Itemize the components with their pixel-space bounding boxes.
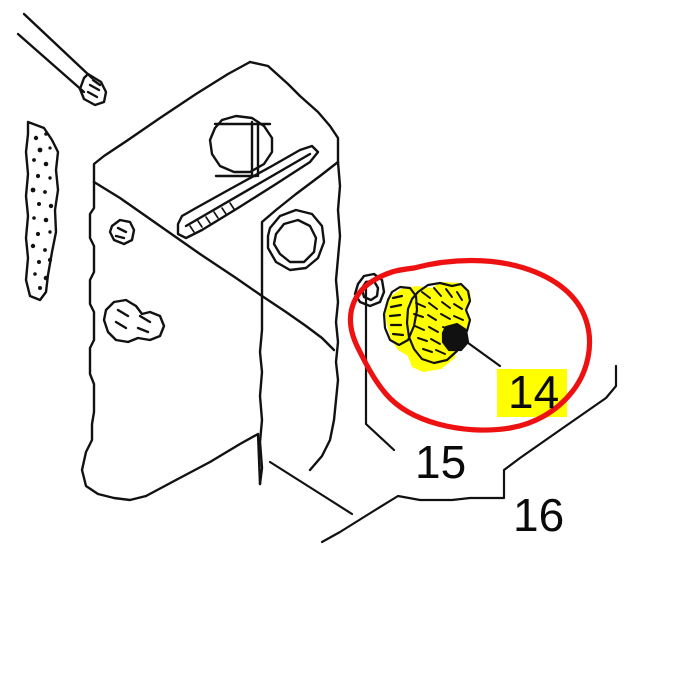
- gear-hub: [441, 322, 470, 352]
- rib-hatching: [189, 202, 235, 233]
- gasket-fragment: [24, 120, 60, 302]
- leader-line-16: [320, 364, 618, 544]
- leader-line-15-lower: [268, 460, 354, 516]
- callout-leader-lines: [268, 280, 618, 544]
- screw-fastener: [16, 12, 108, 107]
- callout-layer: 14 15 16: [415, 366, 564, 541]
- gear-assembly: [382, 281, 502, 368]
- callout-14-label: 14: [508, 366, 559, 418]
- leader-line-15: [364, 280, 396, 452]
- gear-leader-line: [462, 338, 502, 368]
- red-circle-annotation: [347, 257, 593, 433]
- callout-15-label: 15: [415, 436, 466, 488]
- line-art-layer: [16, 12, 618, 544]
- housing-body: [80, 60, 342, 502]
- gasket-stipple: [30, 132, 54, 290]
- callout-16-label: 16: [513, 489, 564, 541]
